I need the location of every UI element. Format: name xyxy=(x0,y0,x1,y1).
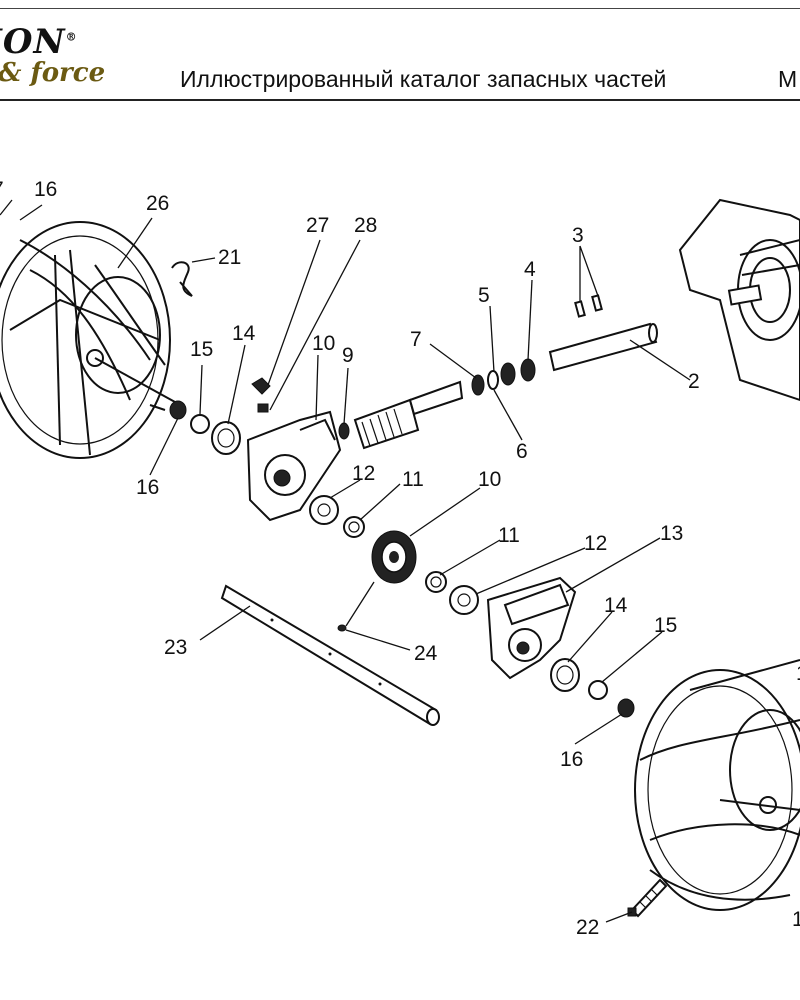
callout-5: 5 xyxy=(478,284,490,307)
gear-housing-right xyxy=(486,576,577,680)
callout-16-top: 16 xyxy=(34,178,57,201)
auger-housing-right xyxy=(678,198,800,402)
callout-1-bottom: 1 xyxy=(792,908,800,931)
callout-8: 9 xyxy=(342,344,354,367)
middle-washers xyxy=(309,495,365,538)
callout-23: 23 xyxy=(164,636,187,659)
callout-10: 10 xyxy=(478,468,501,491)
worm-shaft xyxy=(338,358,536,450)
callout-16-left: 16 xyxy=(136,476,159,499)
callout-17: 7 xyxy=(0,178,4,201)
callout-6: 6 xyxy=(516,440,528,463)
callout-15-left: 15 xyxy=(190,338,213,361)
right-bearing-set xyxy=(550,658,635,718)
left-bearing-set xyxy=(169,400,241,455)
left-auger xyxy=(0,221,176,459)
callout-27: 27 xyxy=(306,214,329,237)
callout-7: 7 xyxy=(410,328,422,351)
worm-gear xyxy=(371,530,417,584)
callout-14-left: 14 xyxy=(232,322,256,345)
callout-12-right: 12 xyxy=(584,532,607,555)
brand-logo-slogan: & force xyxy=(0,58,106,88)
callout-16-right: 16 xyxy=(560,748,583,771)
callout-labels: 7 16 26 21 27 28 14 15 10 9 16 7 5 4 3 6… xyxy=(0,178,800,939)
callout-24: 24 xyxy=(414,642,438,665)
callout-9: 10 xyxy=(312,332,335,355)
header-bottom-rule xyxy=(0,99,800,101)
grease-fitting xyxy=(251,377,271,413)
right-washers xyxy=(425,571,479,615)
callout-2: 2 xyxy=(688,370,700,393)
brand-logo: ION® xyxy=(0,22,78,62)
callout-11-right: 11 xyxy=(498,524,520,547)
callout-13: 13 xyxy=(660,522,683,545)
woodruff-key xyxy=(337,624,347,632)
callout-11-left: 11 xyxy=(402,468,424,491)
right-auger xyxy=(634,659,800,911)
callout-26: 26 xyxy=(146,192,169,215)
header-top-rule xyxy=(0,8,800,9)
shear-pins xyxy=(574,294,603,318)
leader-lines xyxy=(0,199,691,923)
callout-28: 28 xyxy=(354,214,377,237)
callout-4: 4 xyxy=(524,258,536,281)
gear-housing-left xyxy=(246,410,342,522)
auger-shaft xyxy=(220,584,440,726)
callout-15-right: 15 xyxy=(654,614,677,637)
model-name: М xyxy=(778,66,798,92)
callout-21: 22 xyxy=(576,916,599,939)
callout-3: 3 xyxy=(572,224,584,247)
callout-1-edge: 1 xyxy=(796,662,800,685)
drive-shaft xyxy=(548,322,658,372)
shear-bolt xyxy=(627,878,668,918)
catalog-header: ION® & force Иллюстрированный каталог за… xyxy=(0,0,800,101)
callout-14-right: 14 xyxy=(604,594,628,617)
callout-22: 21 xyxy=(218,246,241,269)
callout-12-left: 12 xyxy=(352,462,375,485)
hair-pin-clip xyxy=(171,261,193,297)
page-title: Иллюстрированный каталог запасных частей xyxy=(180,66,667,92)
